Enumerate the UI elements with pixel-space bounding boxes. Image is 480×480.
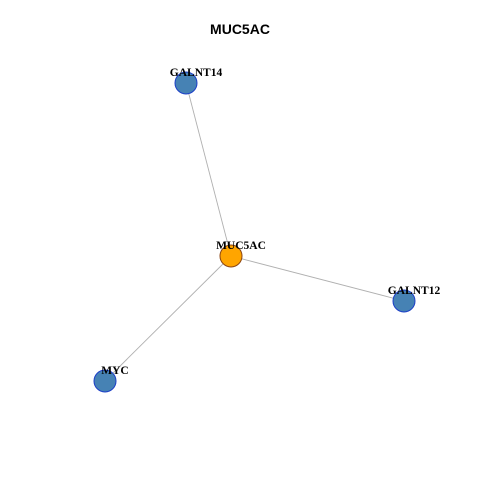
edge-muc5ac-galnt14 xyxy=(185,82,232,257)
edge-muc5ac-galnt12 xyxy=(230,255,405,302)
node-layer xyxy=(93,71,416,393)
node-galnt14[interactable] xyxy=(174,71,198,95)
edge-muc5ac-myc xyxy=(104,255,232,382)
node-label-muc5ac: MUC5AC xyxy=(216,240,266,252)
node-myc[interactable] xyxy=(93,369,117,393)
node-label-galnt12: GALNT12 xyxy=(388,285,441,297)
graph-title: MUC5AC xyxy=(210,21,270,37)
node-muc5ac[interactable] xyxy=(219,244,243,268)
node-galnt12[interactable] xyxy=(392,289,416,313)
node-label-myc: MYC xyxy=(101,365,128,377)
node-label-galnt14: GALNT14 xyxy=(170,67,223,79)
edge-layer xyxy=(104,82,405,382)
